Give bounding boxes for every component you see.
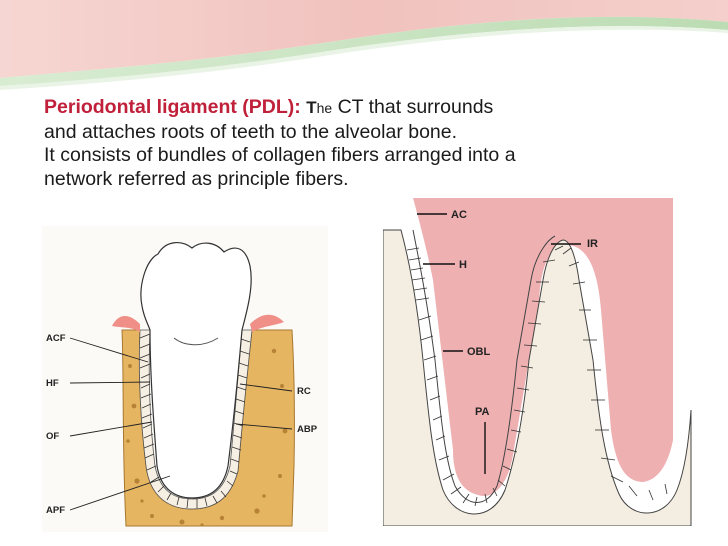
the-rest: he [316, 100, 333, 116]
leader-lines [69, 337, 293, 511]
gingiva-tissue [413, 198, 673, 496]
slide-text: Periodontal ligament (PDL): The CT that … [44, 96, 684, 191]
alveolar-bone-outline [383, 229, 692, 526]
ligament-inner-border [412, 229, 556, 503]
label-hf: HF [46, 378, 59, 389]
definition-term: Periodontal ligament (PDL): [44, 96, 301, 118]
label-pa: PA [475, 406, 490, 418]
tooth-cross-section-figure: ACF HF OF APF RC ABP [42, 226, 328, 532]
text-line-2: and attaches roots of teeth to the alveo… [44, 120, 458, 143]
label-ir: IR [587, 238, 598, 250]
label-obl: OBL [467, 346, 491, 358]
label-apf: APF [46, 505, 65, 516]
bone-texture [126, 348, 288, 527]
label-ac: AC [451, 209, 467, 221]
text-line-3: It consists of bundles of collagen fiber… [44, 144, 516, 167]
ligament-fibers [139, 333, 251, 509]
text-line-4: network referred as principle fibers. [44, 167, 349, 190]
pdl-magnified-figure: AC IR H OBL PA [383, 198, 692, 526]
header-wave-decoration [0, 0, 728, 91]
label-rc: RC [297, 386, 311, 397]
text-line-1: Periodontal ligament (PDL): The CT that … [44, 96, 684, 121]
label-h: H [459, 259, 467, 271]
cementoenamel-line [173, 337, 219, 346]
tooth [140, 242, 252, 499]
the-cap: T [306, 98, 317, 117]
label-of: OF [46, 431, 59, 442]
label-acf: ACF [46, 333, 66, 344]
right-leader-lines [417, 213, 581, 474]
gingiva-right [250, 314, 284, 332]
pdl-fibers [406, 245, 668, 507]
gingiva-left [112, 315, 140, 332]
line1-rest: CT that surrounds [332, 96, 494, 118]
label-abp: ABP [297, 424, 318, 435]
